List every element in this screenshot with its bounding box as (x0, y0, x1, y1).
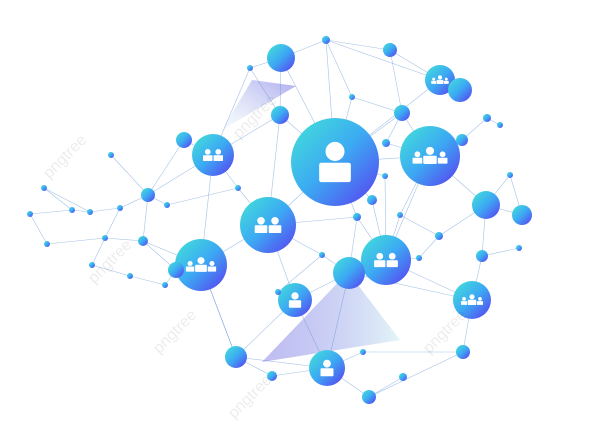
connection-line (399, 214, 440, 237)
network-node (516, 245, 522, 251)
network-node (69, 207, 75, 213)
translucent-triangles (222, 80, 400, 362)
connection-line (129, 275, 166, 286)
network-node (87, 209, 93, 215)
network-node (382, 173, 388, 179)
network-node (361, 235, 411, 285)
network-node (319, 252, 325, 258)
network-node (397, 212, 403, 218)
connection-line (110, 154, 149, 196)
people-icon (374, 252, 398, 268)
connection-line (351, 96, 403, 114)
network-node (309, 350, 345, 386)
connection-line (29, 209, 73, 215)
network-node (225, 346, 247, 368)
network-node (168, 262, 184, 278)
network-node (394, 105, 410, 121)
network-node (102, 235, 108, 241)
network-node (247, 65, 253, 71)
connection-line (166, 187, 239, 206)
connection-line (104, 237, 144, 242)
people-icon (460, 294, 484, 306)
connection-line (104, 207, 121, 239)
people-icon (185, 257, 217, 272)
network-node (472, 191, 500, 219)
network-node (435, 232, 443, 240)
network-node (322, 36, 330, 44)
network-node (456, 134, 468, 146)
connection-line (249, 67, 281, 116)
connection-line (325, 39, 391, 51)
connection-line (43, 187, 91, 213)
connection-line (71, 209, 91, 213)
connection-line (89, 207, 121, 213)
people-icon (288, 292, 302, 308)
triangle-shape (222, 80, 296, 130)
network-node (235, 185, 241, 191)
network-node (240, 197, 296, 253)
network-node (291, 118, 379, 206)
connection-line (29, 213, 48, 245)
connection-line (43, 187, 73, 211)
network-node (138, 236, 148, 246)
network-node (483, 114, 491, 122)
network-node (267, 371, 277, 381)
network-node (89, 262, 95, 268)
connection-line (418, 235, 440, 259)
network-node (271, 106, 289, 124)
network-node (507, 172, 513, 178)
network-node (382, 139, 390, 147)
connection-line (368, 351, 464, 398)
network-node (162, 282, 168, 288)
triangle-shape (262, 272, 400, 362)
connection-line (325, 39, 441, 81)
network-node (41, 185, 47, 191)
people-icon (431, 75, 449, 84)
network-node (192, 134, 234, 176)
network-node (476, 250, 488, 262)
network-node (278, 283, 312, 317)
connection-line (46, 237, 106, 245)
network-node (176, 132, 192, 148)
network-node (164, 202, 170, 208)
network-node (512, 205, 532, 225)
network-node (333, 257, 365, 289)
people-icon (412, 146, 448, 164)
connection-line (481, 247, 520, 257)
network-node (127, 273, 133, 279)
people-icon (254, 217, 282, 233)
network-node (448, 78, 472, 102)
network-node (416, 255, 422, 261)
people-avatars (185, 75, 484, 377)
connection-line (277, 254, 323, 293)
network-node (456, 345, 470, 359)
network-node (267, 44, 295, 72)
connection-line (389, 49, 403, 114)
people-icon (320, 359, 334, 377)
connection-line (91, 237, 106, 266)
network-node (27, 211, 33, 217)
network-node (141, 188, 155, 202)
people-icon (319, 141, 351, 183)
network-node (399, 373, 407, 381)
network-node (117, 205, 123, 211)
network-node (108, 152, 114, 158)
network-node (362, 390, 376, 404)
network-node (353, 213, 361, 221)
network-node (383, 43, 397, 57)
connection-line (91, 264, 131, 277)
connection-line (142, 194, 149, 242)
connection-line (325, 39, 353, 98)
network-node (44, 241, 50, 247)
network-node (360, 349, 366, 355)
connection-line (147, 139, 185, 196)
network-node (367, 195, 377, 205)
network-node (497, 122, 503, 128)
people-icon (203, 149, 223, 161)
network-node (349, 94, 355, 100)
network-node (275, 289, 281, 295)
